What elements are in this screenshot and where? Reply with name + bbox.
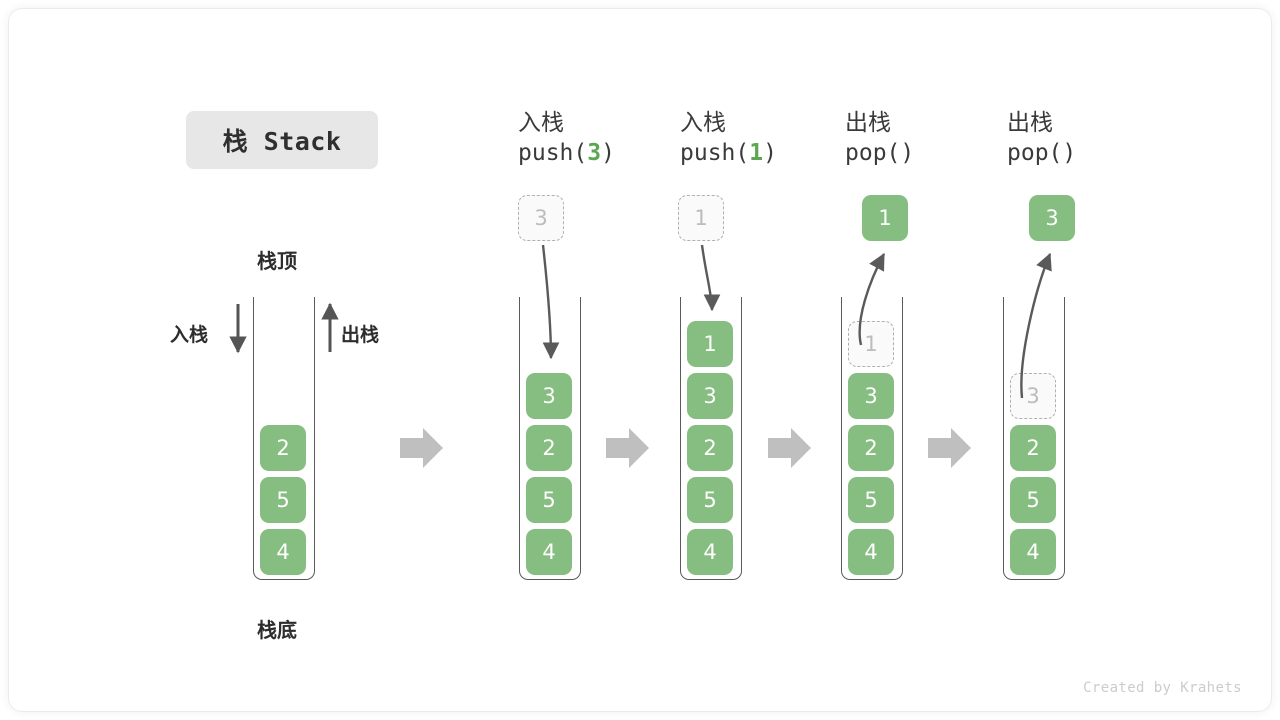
stack-cell: 5 <box>687 477 733 523</box>
pop-direction-label: 出栈 <box>341 324 380 346</box>
stack-container-step-1 <box>519 297 581 580</box>
stack-cell: 3 <box>687 373 733 419</box>
stack-cell: 4 <box>687 529 733 575</box>
stack-cell: 5 <box>260 477 306 523</box>
step-code: push(3) <box>518 138 698 168</box>
stack-cell-ghost: 3 <box>1010 373 1056 419</box>
code-suffix: ) <box>763 140 777 167</box>
step-title-cn: 出栈 <box>1007 110 1053 136</box>
step-code: pop() <box>845 138 1025 168</box>
stack-cell: 5 <box>848 477 894 523</box>
stack-cell: 5 <box>526 477 572 523</box>
step-code: pop() <box>1007 138 1187 168</box>
stack-container-step-3 <box>841 297 903 580</box>
stack-cell: 4 <box>1010 529 1056 575</box>
step-header-2: 入栈 push(1) <box>680 108 860 169</box>
stack-cell: 2 <box>526 425 572 471</box>
stack-cell: 4 <box>848 529 894 575</box>
stack-cell: 2 <box>848 425 894 471</box>
stack-cell: 3 <box>526 373 572 419</box>
stack-cell: 4 <box>260 529 306 575</box>
stack-cell: 1 <box>687 321 733 367</box>
stack-container-initial <box>253 297 315 580</box>
step-title-cn: 入栈 <box>680 110 726 136</box>
code-arg: 1 <box>749 140 764 167</box>
popped-element: 3 <box>1029 195 1075 241</box>
step-header-4: 出栈 pop() <box>1007 108 1187 169</box>
code-arg: 3 <box>587 140 602 167</box>
step-title-cn: 入栈 <box>518 110 564 136</box>
page-title: 栈 Stack <box>186 111 378 169</box>
code-suffix: ) <box>900 140 915 167</box>
stack-container-step-2 <box>680 297 742 580</box>
step-title-cn: 出栈 <box>845 110 891 136</box>
stack-cell: 2 <box>1010 425 1056 471</box>
stack-cell: 2 <box>260 425 306 471</box>
popped-element: 1 <box>862 195 908 241</box>
code-prefix: push( <box>518 140 588 167</box>
code-prefix: push( <box>680 140 750 167</box>
floating-element-ghost: 3 <box>518 195 564 241</box>
stack-bottom-label: 栈底 <box>257 618 297 642</box>
step-header-3: 出栈 pop() <box>845 108 1025 169</box>
code-suffix: ) <box>601 140 615 167</box>
stack-cell: 3 <box>848 373 894 419</box>
code-prefix: pop( <box>1007 140 1063 167</box>
stack-cell: 4 <box>526 529 572 575</box>
stack-cell: 5 <box>1010 477 1056 523</box>
code-prefix: pop( <box>845 140 901 167</box>
stack-cell-ghost: 1 <box>848 321 894 367</box>
code-suffix: ) <box>1062 140 1077 167</box>
push-direction-label: 入栈 <box>170 324 209 346</box>
stack-cell: 2 <box>687 425 733 471</box>
step-code: push(1) <box>680 138 860 168</box>
stack-top-label: 栈顶 <box>257 249 297 273</box>
step-header-1: 入栈 push(3) <box>518 108 698 169</box>
credit-text: Created by Krahets <box>1083 680 1242 696</box>
stack-container-step-4 <box>1003 297 1065 580</box>
floating-element-ghost: 1 <box>678 195 724 241</box>
